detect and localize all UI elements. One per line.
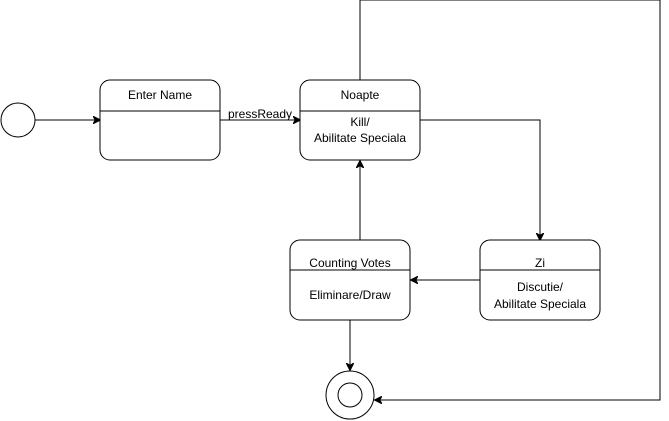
state-noapte-title: Noapte (341, 88, 380, 102)
edge-noapte-to-zi (420, 119, 540, 240)
initial-state (0, 102, 36, 138)
state-zi: Zi Discutie/ Abilitate Speciala (479, 239, 601, 321)
state-zi-title: Zi (535, 256, 545, 270)
edge-noapte-to-final (359, 0, 661, 400)
state-counting-votes-title: Counting Votes (309, 256, 390, 270)
state-zi-body-line-2: Abilitate Speciala (494, 297, 586, 311)
state-noapte: Noapte Kill/ Abilitate Speciala (299, 79, 421, 161)
state-noapte-body-line-1: Kill/ (350, 115, 370, 129)
state-zi-body-line-1: Discutie/ (517, 280, 564, 294)
edge-label-press-ready: pressReady (228, 107, 292, 121)
state-enter-name: Enter Name (99, 79, 221, 161)
state-noapte-body-line-2: Abilitate Speciala (314, 131, 406, 145)
final-state (325, 370, 375, 420)
state-counting-votes-body-line-1: Eliminare/Draw (309, 288, 391, 302)
state-enter-name-title: Enter Name (128, 88, 192, 102)
state-counting-votes: Counting Votes Eliminare/Draw (289, 239, 411, 321)
